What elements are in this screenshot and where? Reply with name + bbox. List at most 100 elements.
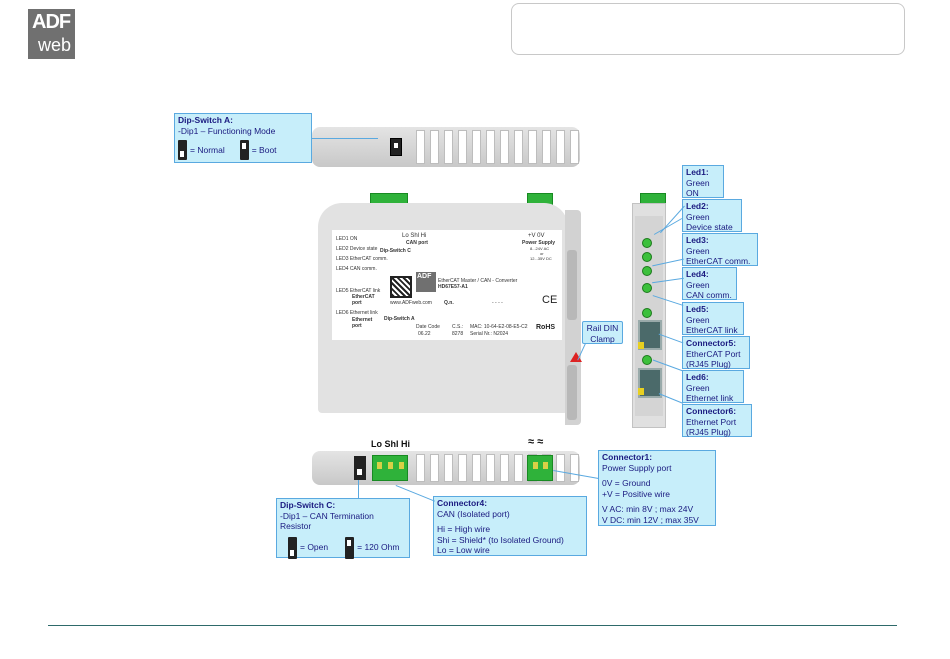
dip-switch-c-bottom [354,456,366,480]
led5-callout: Led5: Green EtherCAT link [682,302,744,335]
dip-c-open: = Open [300,542,329,553]
switch-open-icon [288,536,297,559]
led3-callout: Led3: Green EtherCAT comm. [682,233,758,266]
connector1-vac: V AC: min 8V ; max 24V [602,504,694,514]
connector6-desc: Ethernet Port [686,416,737,427]
cs-value: 8278 [452,331,464,337]
rail-line-2: Clamp [590,333,615,344]
led1-color: Green [686,177,710,188]
rail-line-1: Rail DIN [586,323,619,333]
date-value: 06.22 [418,331,431,337]
led1-icon [642,238,652,248]
connector1-title: Connector1: [602,452,653,462]
connector6-callout: Connector6: Ethernet Port (RJ45 Plug) [682,404,752,437]
led-label-5: LED5 EtherCAT link [336,288,381,294]
top-view [312,127,580,167]
led-label-4: LED4 CAN comm. [336,266,377,272]
led2-icon [642,252,652,262]
top-fins [416,130,579,164]
led6-title: Led6: [686,372,709,382]
footer-divider [48,625,897,626]
connector5-plug: (RJ45 Plug) [686,359,731,369]
led2-callout: Led2: Green Device state [682,199,742,232]
connector4-desc: CAN (Isolated port) [437,508,510,519]
connector4-callout: Connector4: CAN (Isolated port) Hi = Hig… [433,496,587,556]
connector5-title: Connector5: [686,338,737,348]
device-url: www.ADFweb.com [390,300,432,306]
led1-title: Led1: [686,167,709,177]
connector6-title: Connector6: [686,406,737,416]
led-label-3: LED3 EtherCAT comm. [336,256,388,262]
connector4-title: Connector4: [437,498,488,508]
connector1-ground: 0V = Ground [602,478,651,488]
connector1-desc: Power Supply port [602,462,672,473]
product-name: EtherCAT Master / CAN - Converter [438,278,518,284]
led6-callout: Led6: Green Ethernet link [682,370,744,403]
led3-title: Led3: [686,235,709,245]
model-name: HD67E57-A1 [438,284,468,290]
connector4-shl: Shi = Shield* (to Isolated Ground) [437,534,564,545]
rail-din-callout: Rail DIN Clamp [582,321,623,344]
qr-code-icon [390,276,412,298]
serial-label: Serial Nr.: N2024 [470,331,509,337]
dip-switch-c-callout: Dip-Switch C: -Dip1 – CAN Termination Re… [276,498,410,559]
power-spec-1: 8...24V AC [530,246,550,251]
logo-text-1: ADF [32,11,71,33]
led1-desc: ON [686,188,699,198]
rail-clamp-icon [570,352,582,362]
connector1-callout: Connector1: Power Supply port 0V = Groun… [598,450,716,526]
led3-desc: EtherCAT comm. [686,256,751,266]
connector1-positive: +V = Positive wire [602,488,671,499]
connector5-desc: EtherCAT Port [686,348,741,359]
led6-color: Green [686,382,710,393]
bottom-can-pins: Lo Shl Hi [371,439,410,449]
power-spec-2: or [540,251,544,256]
cs-label: C.S.: [452,324,464,330]
switch-normal-icon [178,140,187,160]
power-connector-bottom [527,455,553,481]
qn-label: Q.n. [444,300,454,306]
adfweb-logo: ADF web [28,9,75,59]
can-connector-bottom [372,455,408,481]
led5-icon [642,308,652,318]
connector5-callout: Connector5: EtherCAT Port (RJ45 Plug) [682,336,750,369]
can-port-label: CAN port [406,240,428,246]
led2-title: Led2: [686,201,709,211]
rohs-mark: RoHS [536,324,556,331]
switch-120ohm-icon [345,536,355,559]
led1-callout: Led1: Green ON [682,165,724,198]
led-label-6: LED6 Ethernet link [336,310,378,316]
led2-color: Green [686,211,710,222]
led-label-2: LED2 Device state [336,246,378,252]
led4-desc: CAN comm. [686,290,732,300]
dip-a-leader [312,138,378,139]
led4-title: Led4: [686,269,709,279]
led3-color: Green [686,245,710,256]
connector6-plug: (RJ45 Plug) [686,427,731,437]
device-label: LED1 ON LED2 Device state LED3 EtherCAT … [332,230,562,340]
power-label: Power Supply [522,240,556,246]
dip-c-leader [358,480,359,499]
dip-a-title: Dip-Switch A: [178,115,233,125]
led4-callout: Led4: Green CAN comm. [682,267,737,300]
dip-c-120ohm: = 120 Ohm [357,542,400,553]
led-label-1: LED1 ON [336,236,358,242]
qn-value: - - - - [492,300,503,306]
connector4-hi: Hi = High wire [437,524,491,534]
led5-title: Led5: [686,304,709,314]
power-pins: +V 0V [528,233,545,239]
dip-a-normal: = Normal [190,144,225,155]
mac-label: MAC: 10-64-E2-08-E5-C2 [470,324,528,330]
rj45-ethercat-icon [638,320,662,350]
dip-c-desc: -Dip1 – CAN Termination Resistor [280,510,374,532]
bottom-power-pins: ≈ ≈ [528,436,544,448]
dip-a-label: Dip-Switch A [384,316,415,322]
ecat-port-label: EtherCAT port [352,294,375,306]
dip-a-boot: = Boot [251,144,277,155]
led5-desc: EtherCAT link [686,325,738,335]
rail-clip-bottom [567,365,577,420]
led4-color: Green [686,279,710,290]
eth-port-label: Ethernet port [352,317,373,329]
led6-icon [642,355,652,365]
led6-desc: Ethernet link [686,393,734,403]
